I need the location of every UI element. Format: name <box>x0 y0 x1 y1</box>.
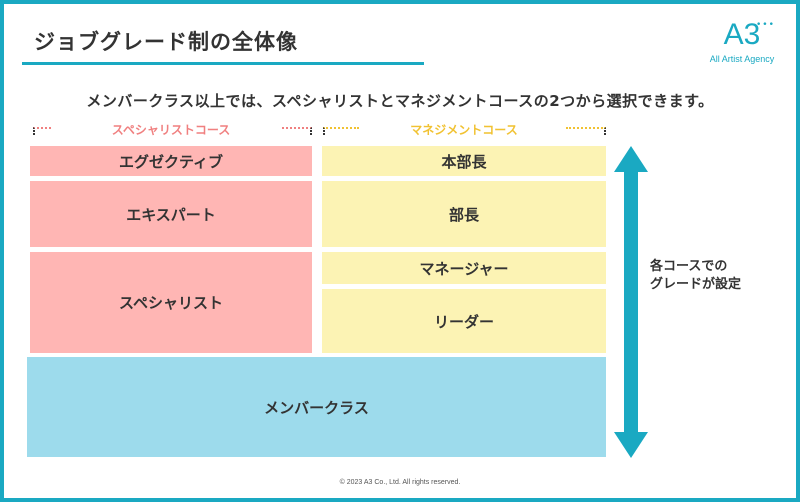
specialist-course-label: スペシャリストコース <box>111 123 231 137</box>
grade-specialist: スペシャリスト <box>30 252 312 353</box>
arrow-label-line-2: グレードが設定 <box>650 277 742 292</box>
grade-division-head: 本部長 <box>322 146 606 176</box>
management-bracket-left <box>323 127 359 135</box>
copyright-footer: © 2023 A3 Co., Ltd. All rights reserved. <box>339 479 461 486</box>
member-class: メンバークラス <box>27 357 606 457</box>
management-bracket-right <box>566 127 606 135</box>
company-logo: A3 ••• All Artist Agency <box>700 20 784 72</box>
grade-leader: リーダー <box>322 289 606 353</box>
grade-department-head: 部長 <box>322 181 606 247</box>
arrow-label-line-1: 各コースでの <box>650 259 728 274</box>
page-title: ジョブグレード制の全体像 <box>34 30 298 54</box>
management-course-label: マネジメントコース <box>410 123 518 137</box>
specialist-bracket-left <box>33 127 51 135</box>
arrow-label: 各コースでの グレードが設定 <box>650 258 741 294</box>
logo-name: All Artist Agency <box>709 54 775 64</box>
double-arrow-icon <box>614 146 648 458</box>
logo-mark: A3 <box>723 18 761 51</box>
specialist-bracket-right <box>282 127 312 135</box>
grade-expert: エキスパート <box>30 181 312 247</box>
title-underline <box>22 62 424 65</box>
grade-executive: エグゼクティブ <box>30 146 312 176</box>
grade-manager: マネージャー <box>322 252 606 284</box>
lead-text: メンバークラス以上では、スペシャリストとマネジメントコースの2つから選択できます… <box>86 92 714 110</box>
logo-dots: ••• <box>756 20 775 30</box>
